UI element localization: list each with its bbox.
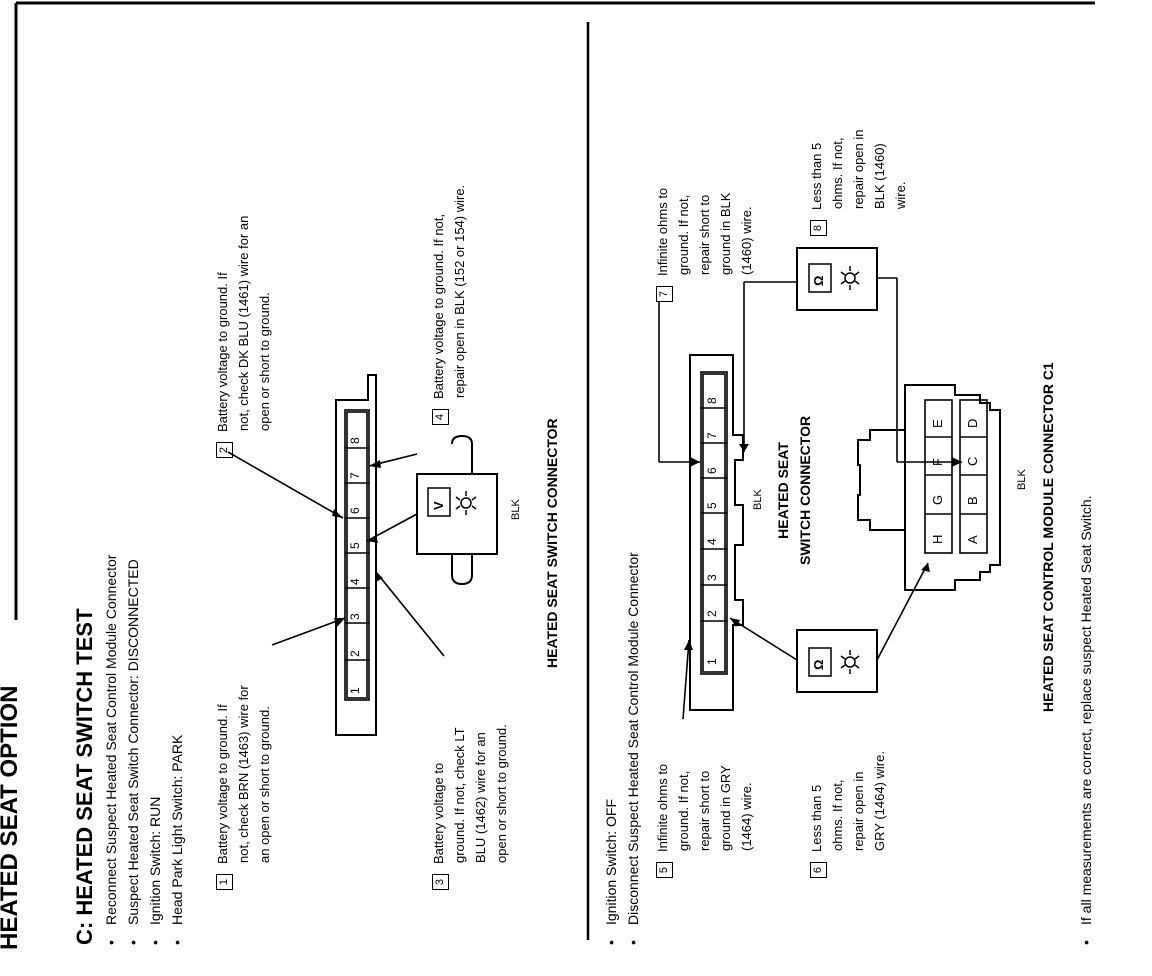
setup-conditions-1: •Reconnect Suspect Heated Seat Control M… [103,554,185,945]
module-pin-f: F [930,458,945,466]
module-pin-b: B [965,496,980,505]
voltmeter-symbol: V [431,501,446,510]
switch-connector-label: HEATED SEAT SWITCH CONNECTOR [775,415,813,565]
module-pin-d: D [965,418,980,428]
step-4: 4Battery voltage to ground. If not, repa… [428,185,470,425]
step-5: 5Infinite ohms to ground. If not, repair… [652,764,757,878]
pin-b8: 8 [705,397,719,404]
ohmmeter-symbol-left: Ω [811,659,826,670]
section-title: C: HEATED SEAT SWITCH TEST [72,608,97,945]
module-pin-h: H [930,534,945,544]
pin-3: 3 [348,613,362,620]
voltmeter-top [416,434,498,586]
module-connector-caption: HEATED SEAT CONTROL MODULE CONNECTOR C1 [1040,362,1056,712]
step-8: 8Less than 5 ohms. If not, repair open i… [806,130,911,236]
module-pin-c: C [965,456,980,466]
module-pin-a: A [965,535,980,544]
pin-7: 7 [348,472,362,479]
setup-conditions-2: •Ignition Switch: OFF •Disconnect Suspec… [603,552,641,945]
pin-b1: 1 [705,658,719,665]
pin-b7: 7 [705,432,719,439]
pin-b2: 2 [705,610,719,617]
step-6: 6Less than 5 ohms. If not, repair open i… [806,751,890,878]
ohmmeter-symbol-right: Ω [811,275,826,286]
pin-b3: 3 [705,574,719,581]
pin-b5: 5 [705,502,719,509]
blk-label-middle: BLK [752,489,764,510]
pin-b4: 4 [705,538,719,545]
final-note: •If all measurements are correct, replac… [1078,495,1094,945]
pin-b6: 6 [705,467,719,474]
pin-5: 5 [348,542,362,549]
pin-1: 1 [348,687,362,694]
blk-label-bottom: BLK [1016,469,1028,490]
switch-connector-top [344,409,370,701]
step-3: 3Battery voltage to ground. If not, chec… [428,724,512,890]
pin-4: 4 [348,578,362,585]
step-1: 1Battery voltage to ground. If not, chec… [212,685,275,890]
step-2: 2Battery voltage to ground. If not, chec… [212,216,275,458]
pin-8: 8 [348,437,362,444]
module-pin-e: E [930,419,945,428]
blk-label-top: BLK [510,499,522,520]
page-header: HEATED SEAT OPTION [0,685,23,950]
pin-6: 6 [348,507,362,514]
step-7: 7Infinite ohms to ground. If not, repair… [652,188,757,302]
switch-connector-caption: HEATED SEAT SWITCH CONNECTOR [544,418,560,668]
pin-2: 2 [348,650,362,657]
module-pin-g: G [930,494,945,505]
